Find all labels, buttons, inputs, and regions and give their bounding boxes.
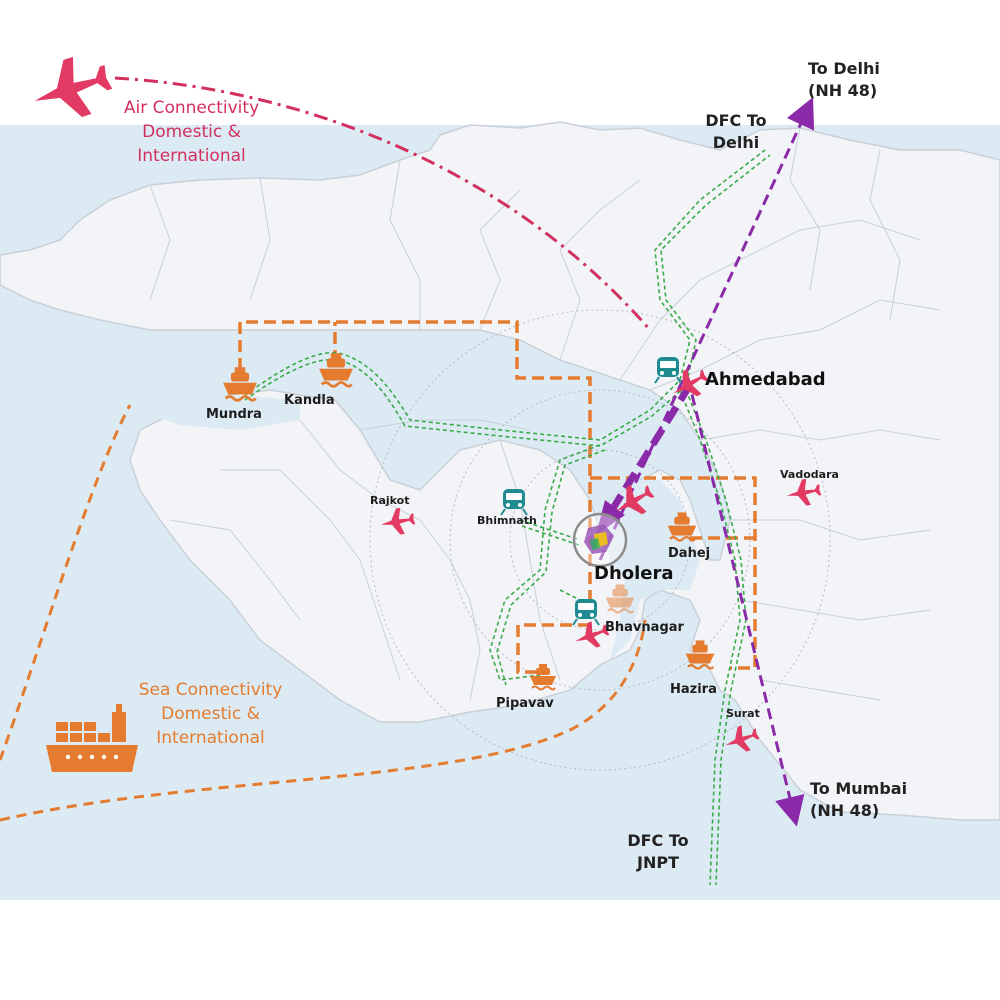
city-label-dholera[interactable]: Dholera bbox=[594, 563, 674, 584]
air-route-arc bbox=[114, 76, 652, 331]
dfc-jnpt-label: DFC To JNPT bbox=[618, 830, 698, 874]
cargo-ship-icon bbox=[46, 704, 138, 772]
air-legend-line-1: Air Connectivity bbox=[123, 98, 260, 118]
district-boundaries bbox=[149, 127, 941, 701]
dfc-delhi-line-1: DFC To bbox=[705, 111, 767, 130]
city-label-surat[interactable]: Surat bbox=[726, 707, 760, 720]
city-label-rajkot[interactable]: Rajkot bbox=[370, 494, 410, 507]
dfc-delhi-line-2: Delhi bbox=[712, 133, 760, 152]
sea-legend-line-1: Sea Connectivity bbox=[138, 680, 283, 700]
city-label-bhimnath[interactable]: Bhimnath bbox=[477, 514, 537, 527]
dfc-rail-lines bbox=[244, 149, 771, 886]
city-label-mundra[interactable]: Mundra bbox=[206, 407, 262, 422]
nh48-to-mumbai bbox=[686, 377, 805, 827]
nh48-to-delhi bbox=[598, 97, 815, 561]
to-delhi-line-2: (NH 48) bbox=[808, 81, 878, 100]
city-label-vadodara[interactable]: Vadodara bbox=[780, 468, 839, 481]
to-mumbai-label: To Mumbai (NH 48) bbox=[810, 778, 907, 822]
city-label-bhavnagar[interactable]: Bhavnagar bbox=[605, 620, 684, 635]
air-legend-line-3: International bbox=[137, 146, 246, 166]
air-connectivity-legend: Air Connectivity Domestic & Internationa… bbox=[114, 96, 269, 168]
freight-corridor bbox=[238, 320, 757, 674]
to-mumbai-line-1: To Mumbai bbox=[810, 779, 908, 798]
sea-connectivity-legend: Sea Connectivity Domestic & Internationa… bbox=[128, 678, 293, 750]
dfc-jnpt-line-2: JNPT bbox=[637, 853, 679, 872]
to-delhi-label: To Delhi (NH 48) bbox=[808, 58, 880, 102]
dholera-marker[interactable] bbox=[572, 512, 628, 568]
sea-legend-line-3: International bbox=[156, 728, 265, 748]
city-label-kandla[interactable]: Kandla bbox=[284, 393, 335, 408]
dfc-jnpt-line-1: DFC To bbox=[627, 831, 689, 850]
sea-legend-line-2: Domestic & bbox=[161, 704, 260, 724]
air-legend-plane-icon bbox=[25, 48, 118, 130]
to-mumbai-line-2: (NH 48) bbox=[810, 801, 880, 820]
air-legend-line-2: Domestic & bbox=[142, 122, 241, 142]
land-mainland bbox=[0, 121, 1000, 821]
city-label-ahmedabad[interactable]: Ahmedabad bbox=[705, 369, 826, 390]
dfc-delhi-label: DFC To Delhi bbox=[696, 110, 776, 154]
city-label-dahej[interactable]: Dahej bbox=[668, 546, 711, 561]
city-label-hazira[interactable]: Hazira bbox=[670, 682, 717, 697]
city-label-pipavav[interactable]: Pipavav bbox=[496, 696, 554, 711]
to-delhi-line-1: To Delhi bbox=[808, 59, 880, 78]
